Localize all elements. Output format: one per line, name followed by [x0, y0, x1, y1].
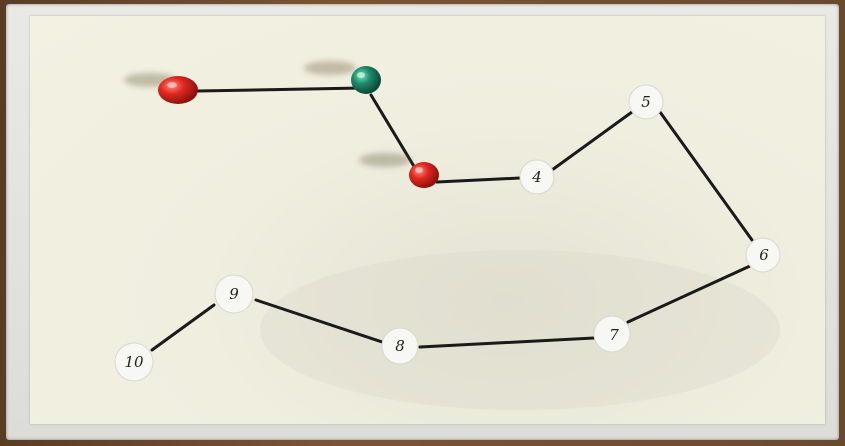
point-9-label: 9 — [229, 285, 239, 303]
point-6-dot — [745, 237, 781, 273]
line-5-6 — [658, 110, 754, 242]
marker-3-shadow — [359, 153, 411, 167]
point-10-label: 10 — [124, 353, 144, 371]
point-10: 10 — [114, 342, 154, 382]
marker-1 — [124, 73, 198, 104]
point-4-label: 4 — [531, 168, 542, 186]
point-4: 4 — [519, 159, 555, 195]
point-5: 5 — [628, 84, 664, 120]
line-6-7 — [626, 264, 752, 324]
marker-3 — [359, 153, 439, 188]
point-4-dot — [519, 159, 555, 195]
point-8-label: 8 — [395, 337, 405, 355]
line-7-8 — [418, 336, 596, 349]
point-9: 9 — [214, 274, 254, 314]
point-6-label: 6 — [759, 246, 769, 264]
point-5-label: 5 — [641, 93, 651, 111]
point-8: 8 — [381, 327, 419, 365]
point-9-dot — [214, 274, 254, 314]
marker-3-pin-icon — [409, 162, 439, 188]
point-7-dot — [593, 315, 631, 353]
marker-2-pin-icon — [351, 66, 381, 94]
marker-2 — [304, 61, 381, 94]
marker-1-pin-icon — [158, 76, 198, 104]
point-10-dot — [114, 342, 154, 382]
point-6: 6 — [745, 237, 781, 273]
line-8-9 — [254, 298, 384, 344]
line-1-2 — [196, 86, 364, 93]
line-3-4 — [435, 176, 522, 184]
point-7-label: 7 — [609, 326, 619, 344]
line-9-10 — [150, 303, 216, 352]
connection-lines — [150, 86, 754, 352]
point-5-dot — [628, 84, 664, 120]
line-2-3 — [369, 93, 417, 170]
point-7: 7 — [593, 315, 631, 353]
marker-2-shadow — [304, 61, 356, 75]
point-8-dot — [381, 327, 419, 365]
board-glare — [260, 250, 780, 410]
line-4-5 — [550, 110, 634, 172]
